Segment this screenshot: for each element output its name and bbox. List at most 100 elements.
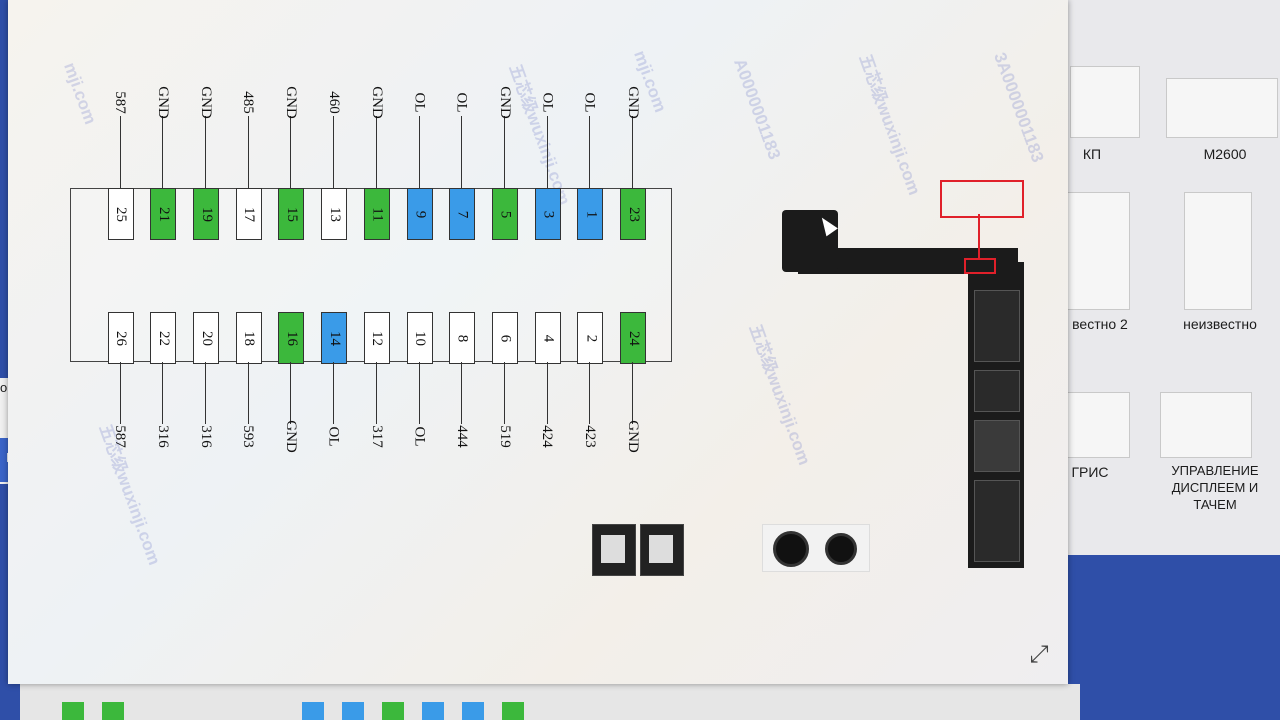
pin-number: 1 — [582, 210, 599, 218]
signal-label: GND — [282, 419, 299, 453]
pin-swatch — [102, 702, 124, 720]
watermark-text: 五芯级wuxinji.com — [745, 321, 815, 468]
pin-lead-line — [333, 116, 335, 188]
pin-number: 17 — [241, 206, 258, 222]
board-thumbnail-icon[interactable] — [1160, 392, 1252, 458]
signal-label: OL — [411, 426, 427, 446]
board-thumbnail-icon[interactable] — [1166, 78, 1278, 138]
signal-label: GND — [282, 85, 299, 119]
pin-lead-line — [290, 116, 292, 188]
pin-23: 23 — [620, 188, 646, 240]
signal-label: 587 — [112, 424, 129, 448]
pin-swatch — [382, 702, 404, 720]
signal-label: 460 — [325, 90, 342, 114]
background-bottom-strip — [20, 684, 1080, 720]
board-thumbnail-icon[interactable] — [1184, 192, 1252, 310]
pin-number: 8 — [454, 334, 471, 342]
pin-lead-line — [290, 362, 292, 424]
tile-label: ГРИС — [1071, 464, 1109, 480]
pin-5: 5 — [491, 188, 518, 240]
pin-6: 6 — [491, 312, 518, 364]
pin-21: 21 — [150, 188, 177, 240]
pin-lead-line — [589, 116, 591, 188]
pin-lead-line — [418, 362, 420, 424]
pin-19: 19 — [193, 188, 219, 240]
pin-number: 15 — [283, 206, 300, 222]
signal-label: OL — [453, 92, 470, 112]
pin-22: 22 — [150, 312, 177, 364]
pin-lead-line — [375, 116, 377, 188]
expand-icon[interactable]: ⤢ — [1029, 641, 1049, 668]
signal-label: 317 — [368, 424, 385, 448]
watermark-text: A0000001183 — [730, 56, 785, 163]
highlight-box — [964, 258, 996, 274]
signal-label: GND — [624, 419, 641, 453]
pin-2: 2 — [577, 312, 604, 364]
signal-label: 587 — [112, 90, 129, 114]
pin-number: 25 — [113, 206, 130, 222]
pin-8: 8 — [449, 312, 476, 364]
pin-number: 12 — [369, 330, 386, 346]
pin-lead-line — [247, 116, 249, 188]
pin-lead-line — [333, 362, 335, 424]
signal-label: GND — [624, 85, 641, 119]
pin-13: 13 — [321, 188, 348, 240]
highlight-line — [978, 214, 980, 258]
signal-label: 316 — [197, 424, 214, 448]
pin-lead-line — [205, 362, 206, 424]
pin-25: 25 — [107, 188, 134, 240]
board-thumbnail-icon[interactable] — [1064, 392, 1130, 458]
pin-14: 14 — [321, 312, 348, 364]
pin-swatch — [462, 702, 484, 720]
pin-number: 26 — [113, 330, 130, 346]
pin-11: 11 — [363, 188, 390, 240]
pin-18: 18 — [235, 312, 262, 364]
signal-label: GND — [496, 85, 513, 119]
pin-number: 9 — [412, 210, 428, 218]
watermark-text: 五芯级wuxinji.com — [855, 51, 925, 198]
pin-number: 3 — [540, 210, 557, 218]
schematic-image-viewer[interactable]: mji.com 五芯级wuxinji.com 3A0000001183 A000… — [8, 0, 1068, 684]
pin-number: 18 — [241, 330, 258, 346]
pin-number: 4 — [540, 334, 557, 342]
signal-label: 316 — [154, 424, 171, 448]
background-app-panel: КП M2600 вестно 2 неизвестно ГРИС УПРАВЛ… — [1040, 0, 1280, 555]
board-thumbnail-icon[interactable] — [1070, 66, 1140, 138]
tile-label: M2600 — [1203, 146, 1247, 162]
pin-lead-line — [162, 362, 164, 424]
pin-number: 10 — [412, 330, 428, 346]
pin-number: 16 — [283, 330, 300, 346]
tile-label: УПРАВЛЕНИЕ ДИСПЛЕЕМ И ТАЧЕМ — [1171, 463, 1259, 512]
camera-module-image — [762, 524, 870, 572]
pin-number: 22 — [155, 330, 172, 346]
pin-lead-line — [375, 362, 377, 424]
board-thumbnail-icon[interactable] — [1066, 192, 1130, 310]
signal-label: 593 — [240, 424, 257, 448]
pin-lead-line — [503, 362, 505, 424]
pin-lead-line — [418, 116, 420, 188]
camera-lens-icon — [825, 533, 857, 565]
pin-9: 9 — [406, 188, 433, 240]
signal-label: GND — [154, 85, 171, 119]
signal-label: OL — [411, 92, 427, 112]
pin-lead-line — [589, 362, 591, 424]
signal-label: OL — [325, 426, 342, 446]
pin-1: 1 — [577, 188, 604, 240]
pin-swatch — [62, 702, 84, 720]
pin-10: 10 — [406, 312, 433, 364]
pin-lead-line — [632, 116, 633, 188]
pin-20: 20 — [193, 312, 219, 364]
signal-label: GND — [197, 85, 214, 119]
watermark-text: 3A0000001183 — [990, 50, 1048, 165]
pin-number: 21 — [155, 206, 172, 222]
board-chip — [974, 370, 1020, 412]
signal-label: 485 — [240, 90, 257, 114]
pin-lead-line — [119, 362, 121, 424]
pin-4: 4 — [534, 312, 561, 364]
pin-7: 7 — [449, 188, 476, 240]
pin-number: 7 — [454, 210, 471, 218]
camera-lens-icon — [773, 531, 809, 567]
pin-number: 5 — [497, 210, 514, 218]
pin-number: 6 — [497, 334, 514, 342]
pin-swatch — [502, 702, 524, 720]
